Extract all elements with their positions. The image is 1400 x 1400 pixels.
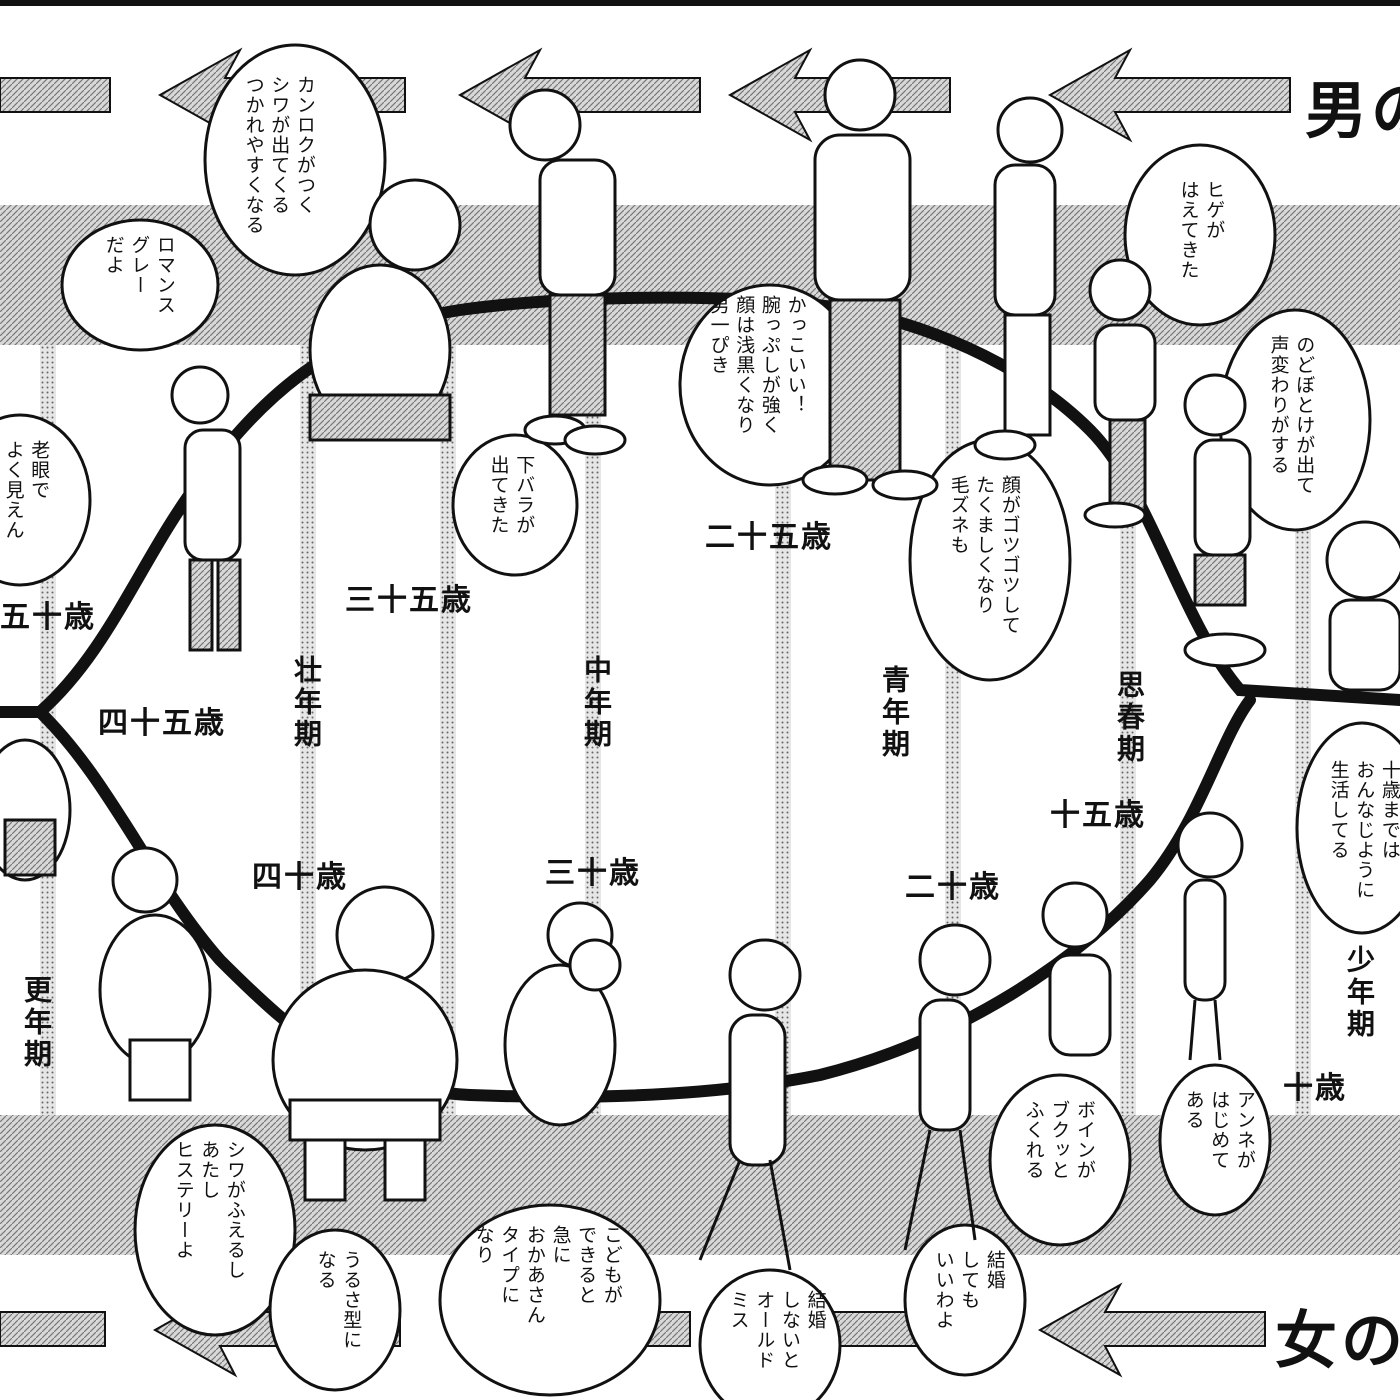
speech-bubble-text: こどもが できると 急に おかあさん タイプに なり [472, 1225, 623, 1325]
age-label-female: 三十歳 [545, 856, 641, 891]
woman-figure-icon [903, 923, 992, 1251]
period-label: 壮年期 [290, 655, 323, 751]
age-label-female: 四十歳 [252, 860, 348, 895]
speech-bubble-text: シワがふえるし あたし ヒステリーよ [172, 1140, 246, 1280]
speech-bubbles [0, 43, 1400, 1400]
woman-figure-icon [1041, 881, 1112, 1057]
speech-bubble-text: かっこいい！ 腕っぷしが強く 顔は浅黒くなり 男一ぴき [707, 295, 807, 435]
man-figure-icon [1083, 258, 1157, 529]
speech-bubble-text: カンロクがつく シワが出てくる つかれやすくなる [242, 75, 316, 235]
speech-bubble-text: 十歳までは おんなじように 生活してる [1327, 760, 1400, 900]
man-figure-icon [801, 58, 939, 501]
man-figure-icon [1183, 373, 1267, 668]
speech-bubble-text: 下バラが 出てきた [487, 455, 536, 535]
age-label-male: 三十五歳 [345, 583, 473, 618]
age-label-male: 四十五歳 [98, 706, 226, 741]
woman-figure-icon [503, 901, 622, 1127]
age-label-female: 二十歳 [905, 870, 1001, 905]
age-label-female: 十歳 [1283, 1071, 1347, 1106]
age-label-male: 二十五歳 [705, 520, 833, 555]
male-figures [0, 58, 1400, 882]
woman-figure-icon [271, 885, 459, 1202]
man-figure-icon [973, 96, 1064, 461]
man-figure-icon [1325, 520, 1400, 692]
woman-figure-icon [698, 938, 802, 1271]
speech-bubble-text: 結婚 しても いいわよ [932, 1250, 1006, 1330]
speech-bubble-text: 顔がゴツゴツして たくましくなり 毛ズネも [947, 475, 1021, 635]
man-figure-icon [0, 738, 72, 882]
age-label-male: 十五歳 [1050, 798, 1146, 833]
speech-bubble-text: アンネが はじめて ある [1182, 1090, 1256, 1170]
man-figure-icon [170, 365, 242, 652]
speech-bubble-text: 老眼で よく見えん [2, 440, 51, 540]
man-figure-icon [308, 178, 462, 442]
period-label: 思春期 [1113, 670, 1146, 766]
period-label: 少年期 [1343, 945, 1376, 1041]
period-label: 青年期 [878, 665, 911, 761]
age-label-male: 五十歳 [0, 600, 96, 635]
man-figure-icon [508, 88, 627, 456]
speech-bubble-text: うるさ型に なる [314, 1250, 363, 1350]
speech-bubble-text: ボインが ブクッと ふくれる [1022, 1100, 1096, 1180]
period-label: 中年期 [580, 655, 613, 751]
male-title: 男の [1305, 74, 1400, 147]
speech-bubble-text: のどぼとけが出て 声変わりがする [1267, 335, 1316, 495]
top-arrows [0, 47, 1291, 143]
period-label: 更年期 [20, 975, 53, 1071]
speech-bubble-text: 結婚 しないと オールド ミス [727, 1290, 827, 1370]
female-figures [98, 811, 1244, 1271]
woman-figure-icon [98, 846, 212, 1102]
speech-bubble-text: ロマンス グレー だよ [102, 235, 176, 315]
woman-figure-icon [1176, 811, 1244, 1061]
female-title: 女の [1275, 1304, 1400, 1377]
speech-bubble-text: ヒゲが はえてきた [1177, 180, 1226, 280]
